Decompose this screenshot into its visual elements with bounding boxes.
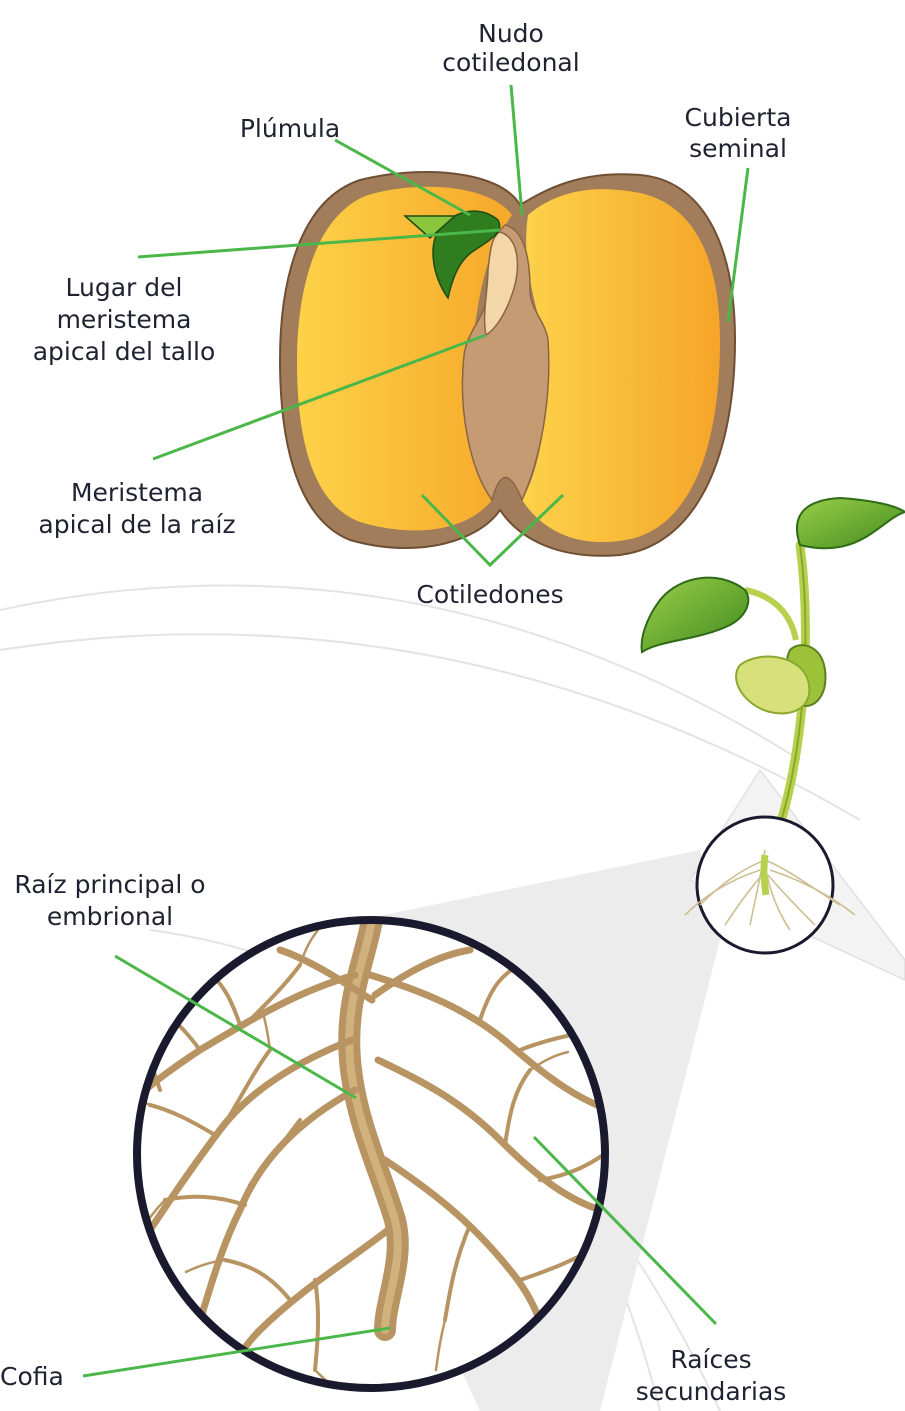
label-raices: Raíces — [670, 1345, 751, 1374]
label-lugar-2: meristema — [57, 305, 192, 334]
label-lugar-3: apical del tallo — [33, 337, 216, 366]
leader-cubierta — [728, 168, 748, 322]
seed-illustration — [280, 172, 735, 556]
label-meristema-2: apical de la raíz — [38, 510, 235, 539]
cotyledon-right — [522, 189, 720, 542]
label-raiz: Raíz principal o — [14, 870, 205, 899]
label-nudo-2: cotiledonal — [442, 48, 579, 77]
leaf-stem-left — [745, 590, 796, 640]
label-lugar: Lugar del — [66, 273, 183, 302]
label-raiz-2: embrional — [47, 902, 173, 931]
label-plumula: Plúmula — [240, 114, 340, 143]
label-cubierta: Cubierta — [685, 103, 792, 132]
label-meristema: Meristema — [71, 478, 203, 507]
leaf-right — [797, 498, 905, 548]
leaf-left — [642, 578, 749, 652]
label-cotiledones: Cotiledones — [416, 580, 563, 609]
label-cofia: Cofia — [0, 1362, 64, 1391]
label-nudo: Nudo — [478, 19, 544, 48]
seedling-cotyledon-front — [736, 657, 809, 714]
label-raices-2: secundarias — [636, 1377, 787, 1406]
label-cubierta-2: seminal — [689, 134, 787, 163]
